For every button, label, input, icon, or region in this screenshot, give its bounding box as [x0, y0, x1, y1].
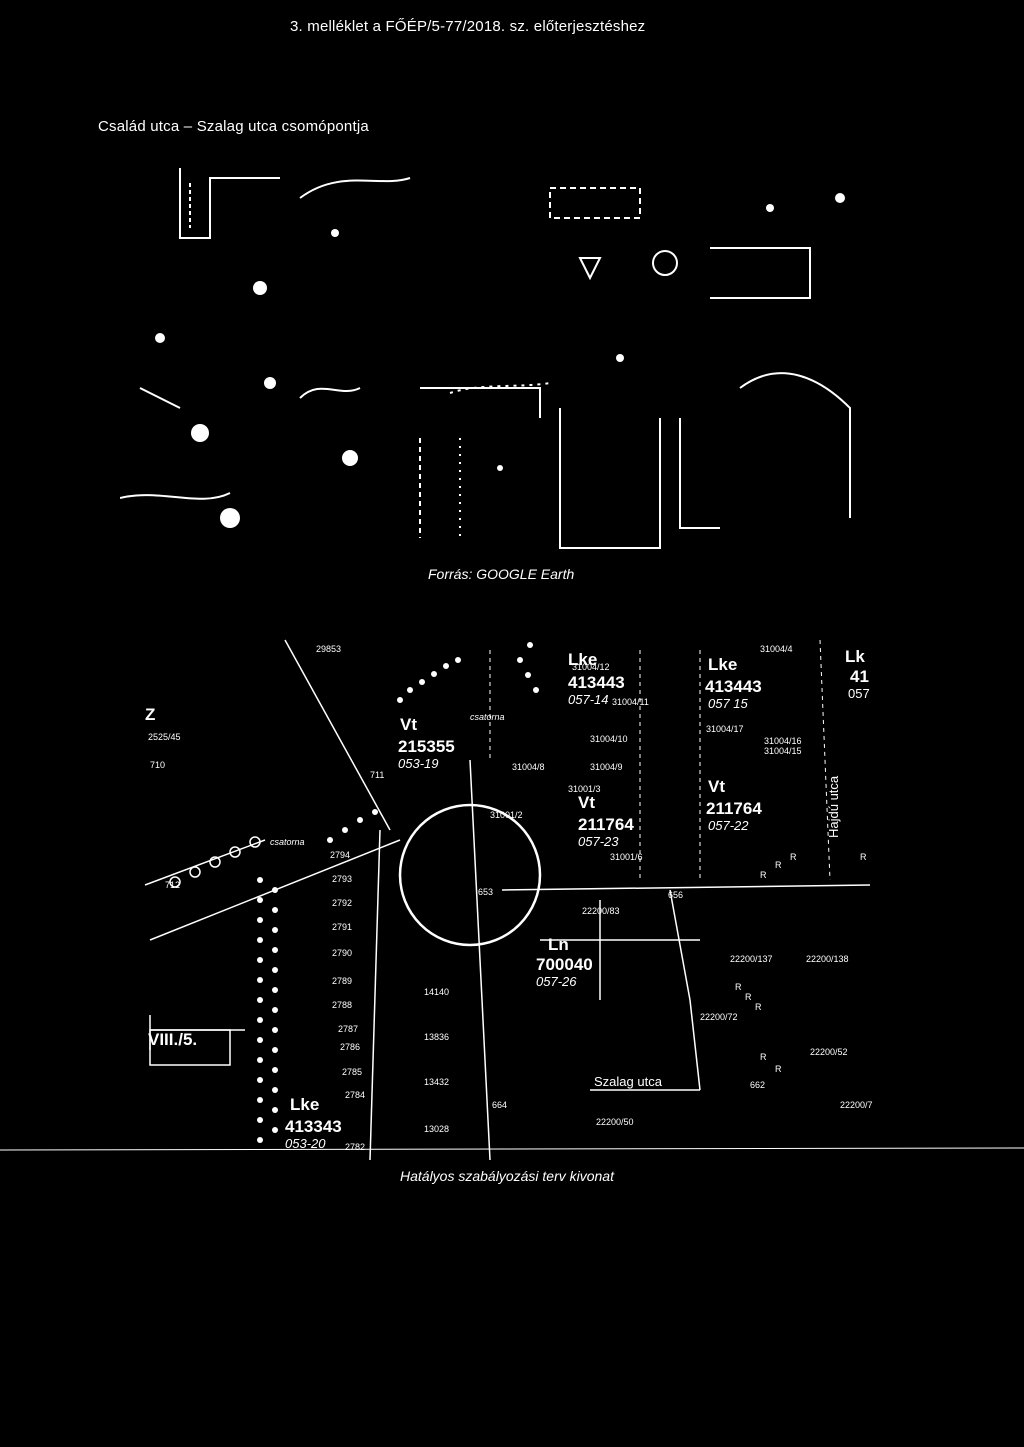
zone-lke-bottom: Lke: [290, 1095, 319, 1114]
parcel-22200-7: 22200/7: [840, 1100, 873, 1110]
zone-lke-right-sub: 057 15: [708, 696, 749, 711]
street-csatorna-left: csatorna: [270, 837, 305, 847]
parcel-656: 656: [668, 890, 683, 900]
parcel-2792: 2792: [332, 898, 352, 908]
parcel-31001-6: 31001/6: [610, 852, 643, 862]
zone-vt-right-code: 211764: [706, 799, 762, 818]
parcel-22200-72: 22200/72: [700, 1012, 738, 1022]
plan-caption: Hatályos szabályozási terv kivonat: [400, 1168, 614, 1184]
parcel-31004-11: 31004/11: [612, 697, 649, 707]
parcel-710: 710: [150, 760, 165, 770]
parcel-31001-2: 31001/2: [490, 810, 523, 820]
zone-vt-mid-sub: 057-23: [578, 834, 619, 849]
parcel-2784: 2784: [345, 1090, 365, 1100]
number-13836: 13836: [424, 1032, 449, 1042]
parcel-22200-83: 22200/83: [582, 906, 620, 916]
zone-lke-top-sub: 057-14: [568, 692, 608, 707]
zone-viii: VIII./5.: [148, 1030, 197, 1049]
svg-text:R: R: [755, 1002, 762, 1012]
aerial-image: [120, 138, 880, 558]
zone-lk-edge-sub: 057: [848, 686, 870, 701]
parcel-31004-9: 31004/9: [590, 762, 623, 772]
number-13432: 13432: [424, 1077, 449, 1087]
parcel-2786: 2786: [340, 1042, 360, 1052]
svg-text:R: R: [775, 860, 782, 870]
parcel-2794: 2794: [330, 850, 350, 860]
zone-lk-edge-code: 41: [850, 667, 869, 686]
parcel-2790: 2790: [332, 948, 352, 958]
zone-vt-mid: Vt: [578, 793, 595, 812]
parcel-2789: 2789: [332, 976, 352, 986]
parcel-22200-50: 22200/50: [596, 1117, 634, 1127]
parcel-31004-10: 31004/10: [590, 734, 628, 744]
zone-lk-edge: Lk: [845, 647, 865, 666]
zone-lke-bottom-code: 413343: [285, 1117, 342, 1136]
zone-ln-sub: 057-26: [536, 974, 577, 989]
zone-ln-code: 700040: [536, 955, 593, 974]
zone-vt-left-code: 215355: [398, 737, 455, 756]
zone-vt-left: Vt: [400, 715, 417, 734]
svg-text:R: R: [735, 982, 742, 992]
parcel-31004-12: 31004/12: [572, 662, 610, 672]
parcel-2791: 2791: [332, 922, 352, 932]
parcel-2525-45: 2525/45: [148, 732, 181, 742]
parcel-31004-8: 31004/8: [512, 762, 545, 772]
parcel-653: 653: [478, 887, 493, 897]
parcel-31001-3: 31001/3: [568, 784, 601, 794]
parcel-711: 711: [370, 770, 384, 780]
zone-lke-bottom-sub: 053-20: [285, 1136, 326, 1151]
parcel-31004-4: 31004/4: [760, 644, 793, 654]
parcel-2793: 2793: [332, 874, 352, 884]
parcel-22200-138: 22200/138: [806, 954, 849, 964]
parcel-2782: 2782: [345, 1142, 365, 1152]
parcel-29853: 29853: [316, 644, 341, 654]
svg-text:R: R: [745, 992, 752, 1002]
zone-vt-left-sub: 053-19: [398, 756, 438, 771]
attachment-note: 3. melléklet a FŐÉP/5-77/2018. sz. előte…: [290, 18, 646, 35]
street-csatorna-top: csatorna: [470, 712, 505, 722]
zone-ln: Ln: [548, 935, 569, 954]
plan-graphic: RR RR RR RR R Lke 413443 057-14 Lke 4134…: [0, 639, 1024, 1161]
parcel-31004-15: 31004/15: [764, 746, 802, 756]
parcel-664: 664: [492, 1100, 507, 1110]
svg-text:R: R: [790, 852, 797, 862]
zone-z: Z: [145, 705, 155, 724]
zone-lke-right: Lke: [708, 655, 737, 674]
svg-text:R: R: [860, 852, 867, 862]
zone-lke-right-code: 413443: [705, 677, 762, 696]
zone-lke-top-code: 413443: [568, 673, 625, 692]
svg-text:R: R: [760, 870, 767, 880]
parcel-31004-17: 31004/17: [706, 724, 744, 734]
zone-vt-mid-code: 211764: [578, 815, 634, 834]
zone-vt-right-sub: 057-22: [708, 818, 749, 833]
parcel-712: 712: [165, 880, 180, 890]
parcel-31004-16: 31004/16: [764, 736, 802, 746]
svg-text:R: R: [760, 1052, 767, 1062]
aerial-graphic: [120, 168, 851, 549]
street-szalag-utca: Szalag utca: [594, 1074, 663, 1089]
zone-vt-right: Vt: [708, 777, 725, 796]
zone-lke-top: Lke: [568, 650, 597, 669]
parcel-2788: 2788: [332, 1000, 352, 1010]
section-title: Család utca – Szalag utca csomópontja: [98, 118, 369, 135]
number-14140: 14140: [424, 987, 449, 997]
svg-text:R: R: [775, 1064, 782, 1074]
parcel-22200-137: 22200/137: [730, 954, 773, 964]
number-13028: 13028: [424, 1124, 449, 1134]
parcel-22200-52: 22200/52: [810, 1047, 848, 1057]
parcel-662: 662: [750, 1080, 765, 1090]
street-hajdu-utca: Hajdú utca: [826, 775, 841, 838]
parcel-2785: 2785: [342, 1067, 362, 1077]
parcel-2787: 2787: [338, 1024, 358, 1034]
aerial-source-caption: Forrás: GOOGLE Earth: [428, 566, 575, 582]
